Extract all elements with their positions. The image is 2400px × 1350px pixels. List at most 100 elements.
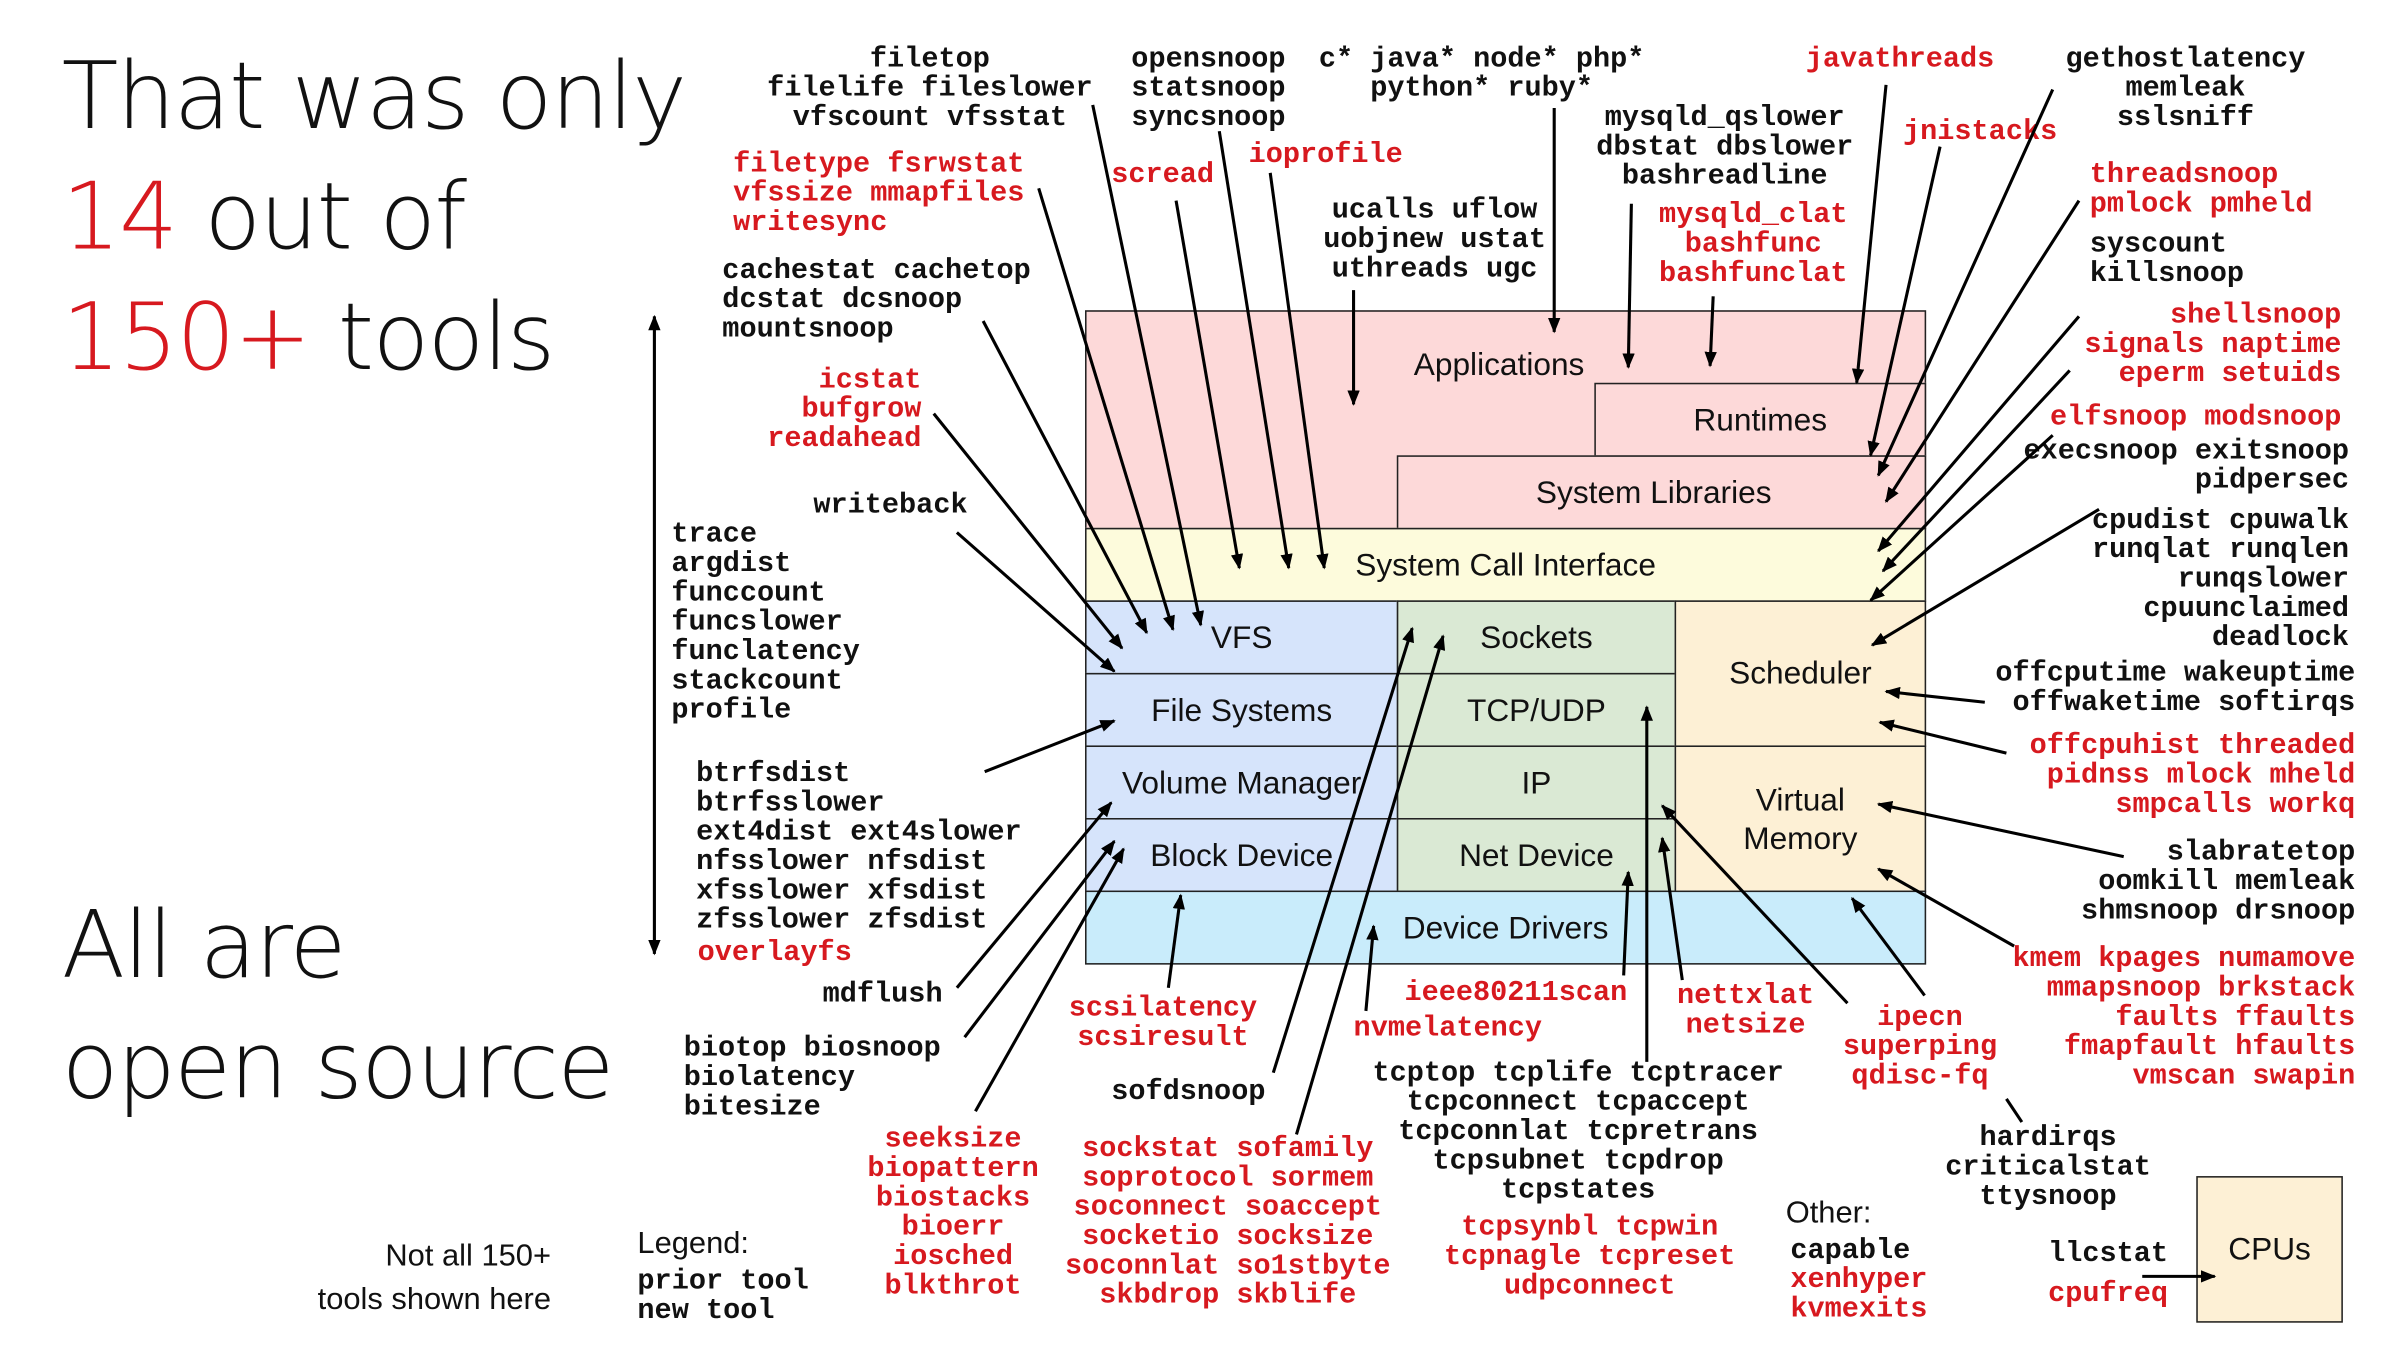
prior-tool-line: biotop biosnoop (683, 1032, 941, 1065)
prior-tool-line: profile (671, 694, 792, 727)
arrow (1037, 187, 1175, 632)
arrow (1166, 893, 1185, 988)
prior-tool-line: trace (671, 518, 758, 551)
prior-tool-line: mysqld_qslower (1604, 101, 1845, 135)
new-tool-line: shellsnoop (2169, 299, 2342, 332)
headline-line5: open source (61, 1012, 615, 1121)
tools-writeback: writeback (813, 491, 967, 520)
new-tool-line: overlayfs (697, 936, 852, 970)
arrow (1661, 804, 1849, 1005)
headline-line4: All are (61, 892, 347, 1001)
prior-tool-line: funcslower (671, 606, 843, 639)
legend-title: Legend: (637, 1227, 750, 1261)
legend-new-tool: new tool (637, 1294, 775, 1328)
new-tool-line: biopattern (867, 1152, 1039, 1186)
prior-tool-line: tcpconnlat tcpretrans (1398, 1115, 1759, 1149)
headline-line3-rest: tools (309, 283, 555, 393)
arrow (974, 847, 1125, 1113)
prior-tool-line: stackcount (671, 665, 843, 698)
arrow (1876, 88, 2055, 477)
prior-tool-line: tcpconnect tcpaccept (1406, 1086, 1750, 1119)
arrow (1217, 130, 1293, 570)
prior-tool-line: filelife fileslower (767, 72, 1093, 105)
new-tool-line: cpufreq (2048, 1277, 2169, 1311)
prior-tool-line: xfsslower xfsdist (696, 875, 988, 908)
new-tool-line: xenhyper (1790, 1264, 1928, 1297)
prior-tool-line: hardirqs (1979, 1122, 2117, 1155)
headline-line3: 150+ tools (62, 278, 556, 398)
prior-tool-line: criticalstat (1945, 1151, 2151, 1184)
prior-tool-line: writeback (813, 489, 968, 522)
prior-tool-line: pidpersec (2194, 464, 2350, 497)
new-tool-line: soconnect soaccept (1073, 1191, 1382, 1224)
prior-tool-line: c* java* node* php* (1318, 43, 1645, 76)
new-tool-line: faults ffaults (2115, 1001, 2356, 1035)
prior-tool-line: biolatency (683, 1061, 856, 1095)
prior-tool-line: mountsnoop (722, 313, 894, 346)
new-tool-line: offcpuhist threaded (2029, 730, 2356, 763)
prior-tool-line: nfsslower nfsdist (696, 845, 988, 879)
arrow (963, 839, 1116, 1039)
arrow (1294, 634, 1446, 1135)
prior-tool-line: ucalls uflow (1331, 194, 1538, 227)
new-tool-line: tcpnagle tcpreset (1444, 1240, 1736, 1274)
prior-tool-line: funclatency (671, 635, 860, 669)
prior-tool-line: funccount (671, 577, 826, 610)
arrow (1658, 836, 1684, 981)
footnote-line1: Not all 150+ (385, 1239, 551, 1274)
new-tool-line: javathreads (1805, 43, 1995, 76)
new-tool-line: kvmexits (1790, 1293, 1928, 1326)
layer-tcp-udp: TCP/UDP (1396, 672, 1677, 748)
footnote-line2: tools shown here (317, 1282, 551, 1317)
new-tool-line: icstat (818, 364, 922, 397)
arrow (1876, 867, 2015, 948)
new-tool-line: tcpsynbl tcpwin (1461, 1211, 1719, 1244)
tools-cpufreq: cpufreq (2048, 1279, 2168, 1308)
prior-tool-line: argdist (671, 547, 792, 581)
prior-tool-line: bashreadline (1621, 160, 1828, 193)
prior-tool-line: dbstat dbslower (1596, 131, 1854, 164)
new-tool-line: scread (1111, 158, 1215, 192)
arrow (1271, 626, 1414, 1074)
layer-file-systems: File Systems (1085, 672, 1399, 748)
new-tool-line: vmscan swapin (2132, 1060, 2356, 1093)
connector-line (2005, 1098, 2024, 1123)
new-tool-line: mmapsnoop brkstack (2046, 972, 2356, 1005)
layer-volume-manager: Volume Manager (1085, 745, 1399, 820)
prior-tool-line: slabratetop (2166, 836, 2356, 869)
prior-tool-line: deadlock (2211, 621, 2350, 655)
prior-tool-line: memleak (2125, 72, 2246, 105)
arrow (984, 719, 1116, 774)
prior-tool-line: llcstat (2048, 1237, 2169, 1271)
tools-other-prior: capable (1790, 1236, 1910, 1265)
prior-tool-line: cpuunclaimed (2143, 592, 2350, 626)
legend-prior-tool: prior tool (637, 1265, 809, 1298)
prior-tool-line: execsnoop exitsnoop (2023, 435, 2350, 468)
prior-tool-line: uobjnew ustat (1323, 223, 1546, 257)
new-tool-line: smpcalls workq (2115, 788, 2356, 822)
arrow (1268, 172, 1329, 570)
new-tool-line: readahead (767, 422, 922, 456)
layer-system-libraries: System Libraries (1396, 455, 1927, 530)
tools-mdflush: mdflush (823, 980, 943, 1009)
new-tool-line: bashfunclat (1659, 257, 1848, 291)
arrow (1851, 84, 1888, 385)
arrow (1867, 146, 1942, 457)
new-tool-line: qdisc-fq (1851, 1060, 1989, 1093)
layer-ip: IP (1396, 745, 1677, 820)
